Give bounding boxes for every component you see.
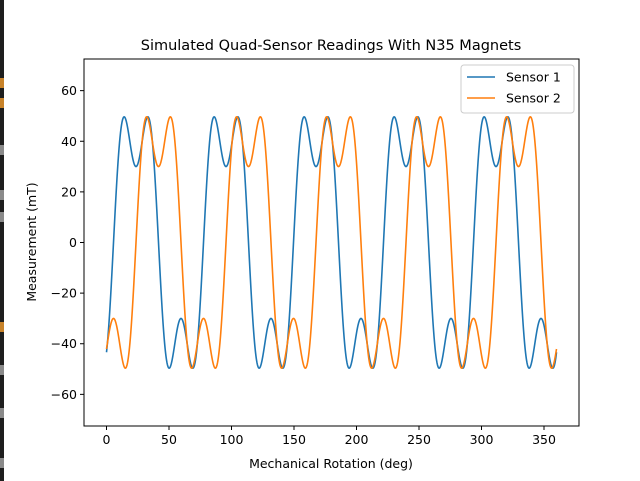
- legend-label-sensor-1: Sensor 1: [506, 70, 561, 85]
- editor-mark: [0, 365, 4, 375]
- x-tick-label: 100: [220, 432, 244, 447]
- editor-mark: [0, 98, 4, 108]
- editor-window-edge: [0, 0, 4, 481]
- x-tick-label: 350: [532, 432, 556, 447]
- y-tick-label: 40: [61, 134, 77, 149]
- editor-mark: [0, 458, 4, 468]
- legend-label-sensor-2: Sensor 2: [506, 91, 561, 106]
- chart-title: Simulated Quad-Sensor Readings With N35 …: [141, 38, 522, 54]
- x-axis-label: Mechanical Rotation (deg): [249, 456, 413, 471]
- x-tick-label: 0: [103, 432, 111, 447]
- x-tick-label: 300: [470, 432, 494, 447]
- y-tick-label: −20: [51, 286, 77, 301]
- series-line-sensor-2: [105, 116, 558, 369]
- editor-mark: [0, 408, 4, 418]
- x-tick-label: 150: [282, 432, 306, 447]
- y-tick-label: 0: [69, 235, 77, 250]
- y-axis-label: Measurement (mT): [24, 182, 39, 301]
- x-axis-ticks: 0 50 100 150 200 250 300 350: [103, 426, 556, 447]
- y-axis-ticks: −60 −40 −20 0 20 40 60: [51, 83, 84, 402]
- legend: Sensor 1 Sensor 2: [460, 64, 575, 114]
- editor-mark: [0, 322, 4, 332]
- editor-mark: [0, 190, 4, 200]
- y-tick-label: −60: [51, 387, 77, 402]
- editor-mark: [0, 78, 4, 88]
- series-line-sensor-1: [105, 116, 558, 369]
- y-tick-label: −40: [51, 336, 77, 351]
- x-tick-label: 250: [407, 432, 431, 447]
- y-tick-label: 20: [61, 184, 77, 199]
- x-tick-label: 200: [345, 432, 369, 447]
- editor-mark: [0, 212, 4, 222]
- y-tick-label: 60: [61, 83, 77, 98]
- series-layer: [105, 116, 558, 369]
- editor-mark: [0, 145, 4, 155]
- x-tick-label: 50: [161, 432, 177, 447]
